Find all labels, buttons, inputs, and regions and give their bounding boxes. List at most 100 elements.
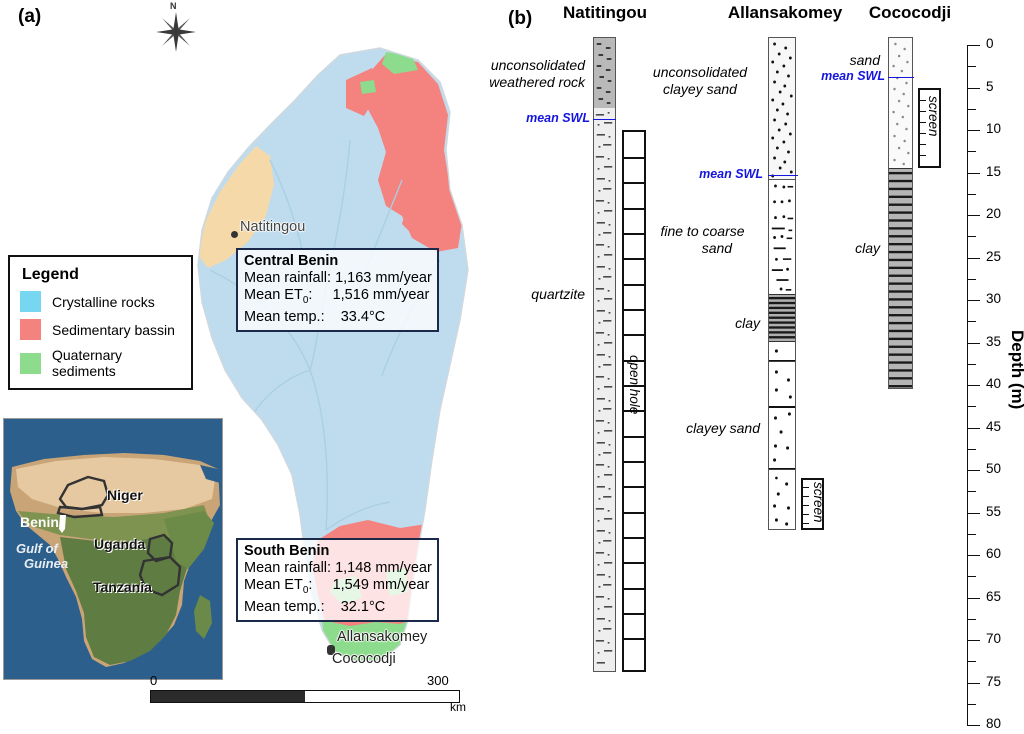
info-row-value: 1,163 mm/year xyxy=(335,270,432,286)
inset-label-gulf-of-guinea-line2: Guinea xyxy=(24,556,69,571)
layer-sand-cococodji xyxy=(889,38,912,168)
depth-tick-minor xyxy=(967,704,976,705)
depth-tick-minor xyxy=(967,619,976,620)
lith-label-natitingou-quartzite: quartzite xyxy=(531,286,585,302)
borehole-column-allansakomey xyxy=(768,37,796,530)
info-box-title: South Benin xyxy=(244,543,330,559)
inset-label-benin: Benin xyxy=(20,514,59,530)
panel-b-borehole-logs: (b) Natitingou Allansakomey Cococodji xyxy=(480,0,1024,734)
lith-label-line2: clayey sand xyxy=(663,81,737,97)
screen-tick xyxy=(803,505,809,506)
depth-label-70: 70 xyxy=(986,631,1002,646)
legend-swatch xyxy=(20,319,41,340)
depth-label-65: 65 xyxy=(986,589,1002,604)
panel-b-tag: (b) xyxy=(508,8,533,29)
lith-label-line1: unconsolidated xyxy=(490,57,585,73)
city-label-natitingou: Natitingou xyxy=(240,219,306,235)
depth-tick-minor xyxy=(967,661,976,662)
casing-rung xyxy=(624,613,644,615)
info-row-label-tail: : xyxy=(308,287,313,303)
casing-rung xyxy=(624,486,644,488)
borehole-column-cococodji xyxy=(888,37,913,389)
casing-rung xyxy=(624,157,644,159)
depth-tick-major xyxy=(967,683,980,684)
depth-label-50: 50 xyxy=(986,461,1002,476)
log-title-cococodji: Cococodji xyxy=(868,3,952,22)
borehole-column-natitingou xyxy=(593,37,616,672)
log-title-natitingou: Natitingou xyxy=(562,3,648,22)
casing-rung xyxy=(624,334,644,336)
depth-label-40: 40 xyxy=(986,376,1002,391)
lith-label-allansakomey-fine-to-coarse-sand: fine to coarse clay sand xyxy=(645,223,760,257)
legend-label: Crystalline rocks xyxy=(52,293,155,310)
depth-label-55: 55 xyxy=(986,504,1002,519)
depth-tick-major xyxy=(967,598,980,599)
depth-label-35: 35 xyxy=(986,334,1002,349)
depth-tick-minor xyxy=(967,364,976,365)
info-row-value: 32.1°C xyxy=(340,598,386,615)
info-row-temp: Mean temp.: 33.4°C xyxy=(244,309,431,326)
screen-allansakomey xyxy=(801,478,824,530)
casing-rung xyxy=(624,258,644,260)
city-dot xyxy=(327,645,335,655)
lith-label-cococodji-clay: clay xyxy=(855,240,880,256)
casing-rung xyxy=(624,537,644,539)
depth-tick-major xyxy=(967,300,980,301)
depth-tick-minor xyxy=(967,534,976,535)
screen-tick xyxy=(920,155,926,156)
inset-label-tanzania: Tanzania xyxy=(93,579,152,595)
info-box-title: Central Benin xyxy=(244,253,339,269)
legend: Legend Crystalline rocks Sedimentary bas… xyxy=(8,255,193,390)
depth-tick-major xyxy=(967,385,980,386)
log-title-allansakomey: Allansakomey xyxy=(727,3,843,22)
scale-bar-graphic xyxy=(150,690,460,703)
map-scale-bar: 0 300 km xyxy=(150,673,466,714)
legend-item-sedimentary-bassin: Sedimentary bassin xyxy=(20,319,181,340)
info-row-label: Mean temp.: xyxy=(244,308,325,325)
depth-label-80: 80 xyxy=(986,716,1002,731)
depth-tick-minor xyxy=(967,279,976,280)
info-box-south-benin: South Benin Mean rainfall: 1,148 mm/year… xyxy=(236,538,439,622)
info-row-value: 33.4°C xyxy=(340,308,386,325)
lith-label-line2: weathered rock xyxy=(489,74,585,90)
legend-label: Quaternary sediments xyxy=(52,347,123,379)
casing-rung xyxy=(624,461,644,463)
panel-a-map: (a) xyxy=(0,0,480,734)
layer-quartzite xyxy=(594,108,615,671)
depth-label-20: 20 xyxy=(986,206,1002,221)
info-row-subscript: 0 xyxy=(302,584,309,596)
open-hole-label-natitingou: open hole xyxy=(627,355,642,415)
legend-title: Legend xyxy=(22,266,79,283)
info-row-rainfall: Mean rainfall: 1,148 mm/year xyxy=(244,560,432,577)
scale-unit-label: km xyxy=(450,700,466,714)
casing-rung xyxy=(624,588,644,590)
depth-label-10: 10 xyxy=(986,121,1002,136)
depth-label-0: 0 xyxy=(986,36,994,51)
depth-tick-major xyxy=(967,428,980,429)
depth-tick-major xyxy=(967,173,980,174)
info-row-value: 1,549 mm/year xyxy=(332,577,430,593)
info-row-label: Mean ET xyxy=(244,287,303,303)
mean-swl-label-allansakomey: mean SWL xyxy=(699,167,763,181)
info-row-et0: Mean ET0: 1,516 mm/year xyxy=(244,287,431,309)
depth-axis: 0 5 10 15 20 25 30 35 40 45 50 55 60 65 … xyxy=(480,0,1024,734)
info-row-temp: Mean temp.: 32.1°C xyxy=(244,599,431,616)
lith-label-line2: sand xyxy=(701,240,733,256)
screen-tick xyxy=(920,111,926,112)
info-row-et0: Mean ET0: 1,549 mm/year xyxy=(244,577,431,599)
depth-tick-minor xyxy=(967,66,976,67)
inset-label-gulf-of-guinea-line1: Gulf of xyxy=(16,541,58,556)
legend-swatch xyxy=(20,291,41,312)
screen-label-cococodji: screen xyxy=(926,96,941,137)
lith-label-line1: unconsolidated xyxy=(652,64,748,80)
lith-label-allansakomey-clayey-sand: clayey sand xyxy=(686,420,760,436)
depth-tick-major xyxy=(967,470,980,471)
info-row-label: Mean rainfall: xyxy=(244,560,332,576)
lith-label-cococodji-sand: sand xyxy=(849,52,880,68)
screen-tick xyxy=(920,100,926,101)
scale-label-min: 0 xyxy=(150,673,158,688)
depth-tick-minor xyxy=(967,194,976,195)
depth-tick-major xyxy=(967,640,980,641)
depth-tick-major xyxy=(967,130,980,131)
screen-label-allansakomey: screen xyxy=(811,482,826,523)
